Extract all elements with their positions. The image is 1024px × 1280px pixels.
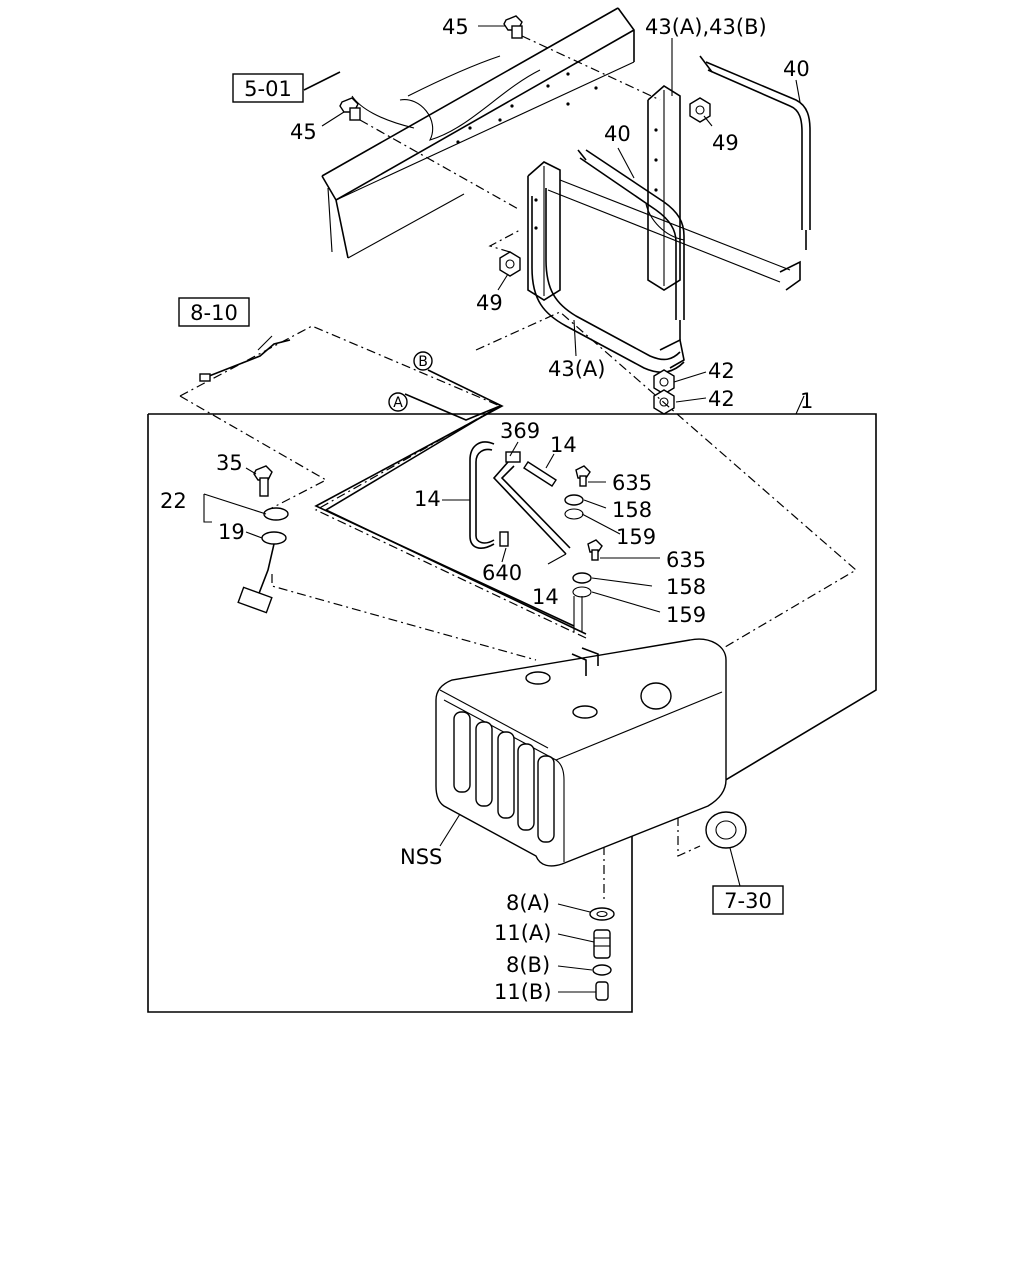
label-bracket-bottom: 43(A) [548,357,605,381]
label-nut-42b: 42 [708,387,735,411]
nut-42-a [653,369,675,395]
label-screw-635a: 635 [612,471,652,495]
fuel-sender-unit [237,465,289,614]
label-gasket-19: 19 [218,520,245,544]
label-washer-8a: 8(A) [506,891,550,915]
hose-14-top [523,461,557,487]
hose-14-left [469,441,509,549]
label-clip-159a: 159 [616,525,656,549]
drain-plug-11b [595,981,609,1001]
label-hose-369: 369 [500,419,540,443]
callout-labels: 45 45 43(A),43(B) 40 40 49 49 43(A) 42 4… [160,15,813,1004]
svg-text:A: A [393,395,403,411]
strap-40-right [699,55,811,250]
wiring-harness [199,335,291,382]
label-bracket-top: 43(A),43(B) [645,15,767,39]
boxed-ref-cap: 7-30 [712,885,784,915]
fuel-tank [435,638,727,867]
boxed-ref-frame: 5-01 [232,73,304,103]
drain-plug-11a [593,929,611,959]
label-washer-8b: 8(B) [506,953,550,977]
bolt-45-left [339,97,521,211]
filler-cap [705,811,747,849]
bolt-45-top [503,15,661,101]
chassis-frame-rail [303,7,635,259]
label-hose-14-left: 14 [414,487,441,511]
leader-lines [203,25,805,993]
label-bolt-left: 45 [290,120,317,144]
drain-washer-8b [592,964,612,976]
boxed-ref-harness: 8-10 [178,297,250,327]
hose-14-bottom [492,451,571,555]
svg-text:B: B [418,354,428,370]
nut-49-right [689,97,711,123]
label-strap-right: 40 [783,57,810,81]
label-hose-14-top: 14 [550,433,577,457]
label-strap-mid: 40 [604,122,631,146]
route-line-b [314,369,575,627]
drain-washer-8a [589,907,615,921]
circle-ref-b: B [413,351,433,371]
nut-49-left [488,229,521,277]
label-nss: NSS [400,845,442,869]
label-screw-635b: 635 [666,548,706,572]
bracket-43-front [527,161,561,301]
label-nut-42a: 42 [708,359,735,383]
svg-text:5-01: 5-01 [244,77,292,101]
circle-ref-a: A [388,392,408,412]
label-tank-assy: 1 [800,389,813,413]
label-bolt-top: 45 [442,15,469,39]
svg-text:8-10: 8-10 [190,301,238,325]
screw-635-b [572,539,603,632]
label-unit-22: 22 [160,489,187,513]
label-nut-left: 49 [476,291,503,315]
label-nut-right: 49 [712,131,739,155]
svg-text:7-30: 7-30 [724,889,772,913]
cradle-43a [531,179,801,374]
label-grommet-158a: 158 [612,498,652,522]
label-plug-11b: 11(B) [494,980,552,1004]
label-hose-14-bottom: 14 [532,585,559,609]
label-fitting-640: 640 [482,561,522,585]
strap-40-mid [577,149,685,340]
label-plug-11a: 11(A) [494,921,551,945]
label-clip-159b: 159 [666,603,706,627]
label-screw-35: 35 [216,451,243,475]
screw-635-a [564,465,591,520]
label-grommet-158b: 158 [666,575,706,599]
frame-rivet-holes [456,72,598,144]
bracket-43-rear [647,85,681,291]
